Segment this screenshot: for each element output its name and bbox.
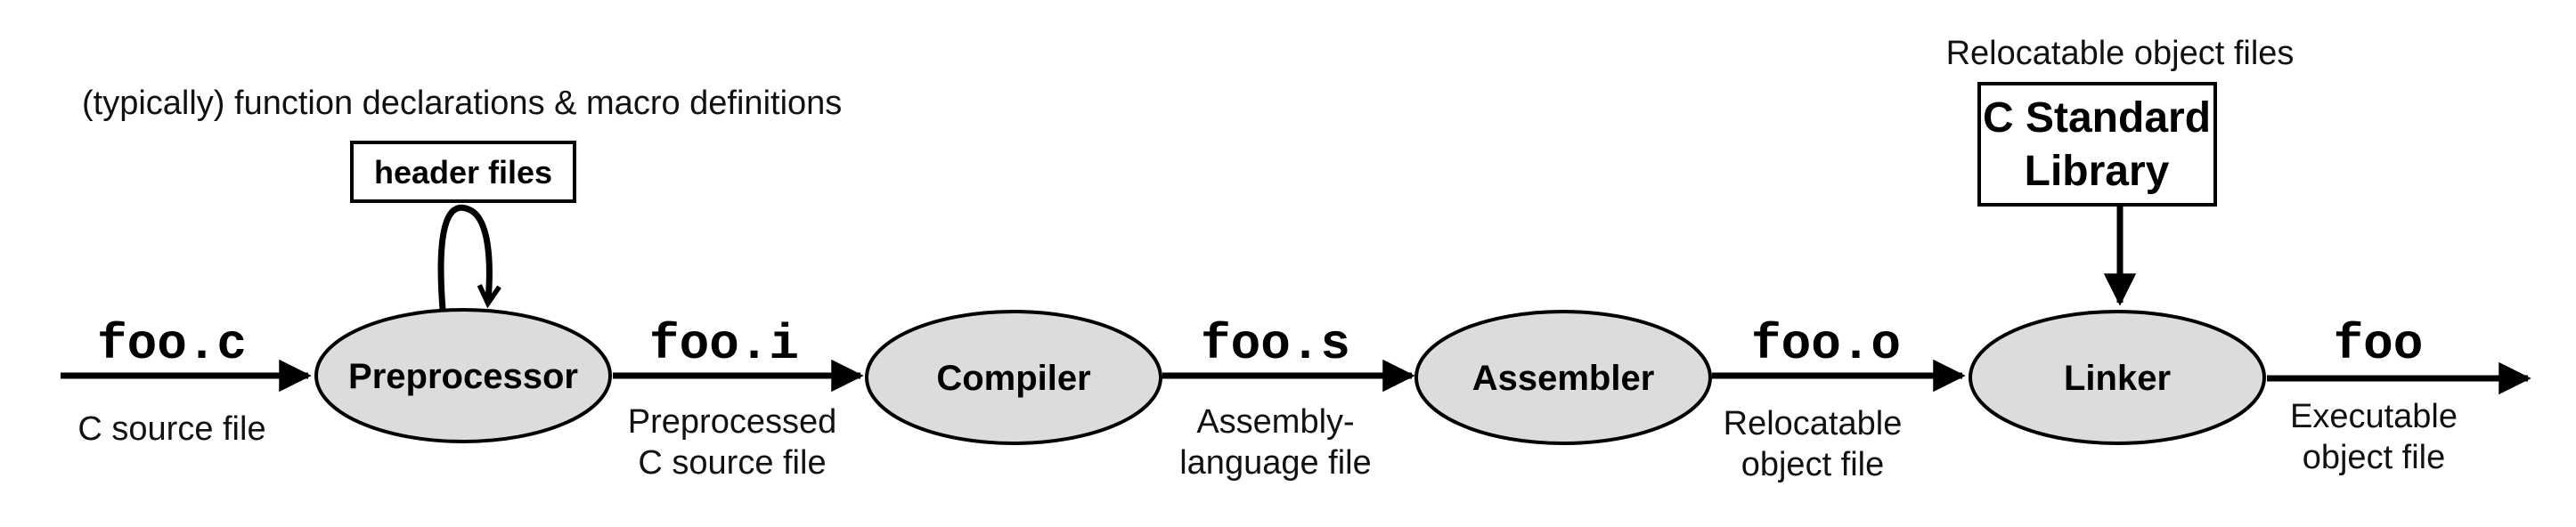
file-foo-c: foo.c xyxy=(97,316,247,373)
file-foo-s: foo.s xyxy=(1201,316,1350,373)
file-foo-o: foo.o xyxy=(1751,316,1901,373)
header-files-label: header files xyxy=(374,154,552,191)
stage-linker xyxy=(1969,310,2266,445)
c-standard-library-label-line1: C Standard xyxy=(1983,94,2211,142)
header-files-loop-arrow xyxy=(437,204,501,311)
file-foo-i-caption-line1: Preprocessed xyxy=(628,403,836,441)
file-foo-i: foo.i xyxy=(649,316,799,373)
stage-assembler xyxy=(1414,310,1712,445)
stage-compiler xyxy=(865,310,1162,445)
stage-preprocessor xyxy=(314,308,612,443)
file-foo-o-caption-line2: object file xyxy=(1741,446,1885,483)
stage-linker-label: Linker xyxy=(2064,359,2171,398)
c-standard-library-box xyxy=(1977,82,2217,207)
header-files-box xyxy=(350,141,576,203)
header-files-note: (typically) function declarations & macr… xyxy=(82,85,842,122)
stage-compiler-label: Compiler xyxy=(936,359,1090,398)
file-foo-c-caption-line1: C source file xyxy=(77,410,265,448)
file-foo: foo xyxy=(2334,316,2424,373)
file-foo-s-caption-line1: Assembly- xyxy=(1196,403,1354,441)
file-foo-caption-line1: Executable xyxy=(2290,398,2458,435)
file-foo-s-caption-line2: language file xyxy=(1179,444,1372,482)
file-foo-i-caption-line2: C source file xyxy=(638,444,826,482)
stage-preprocessor-label: Preprocessor xyxy=(348,357,578,396)
c-standard-library-label-line2: Library xyxy=(2025,148,2170,195)
file-foo-caption-line2: object file xyxy=(2303,439,2446,476)
library-note: Relocatable object files xyxy=(1946,35,2295,72)
stage-assembler-label: Assembler xyxy=(1472,359,1655,398)
file-foo-o-caption-line1: Relocatable xyxy=(1724,405,1903,442)
